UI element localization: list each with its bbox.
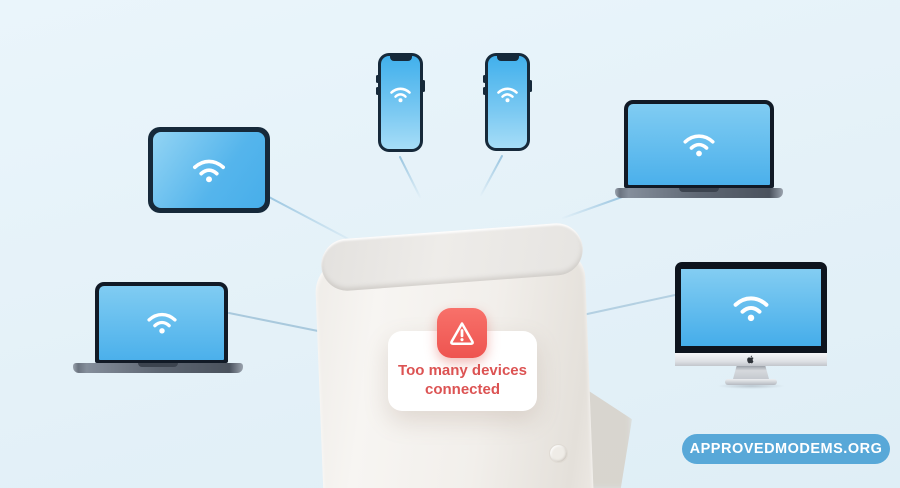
smartphone-1 (376, 53, 425, 152)
line-macbook-top-router (562, 196, 623, 219)
brand-badge: APPROVEDMODEMS.ORG (682, 434, 890, 464)
apple-logo-icon (747, 355, 755, 364)
laptop-base-notch (138, 363, 178, 367)
imac-screen (681, 269, 821, 346)
tablet (148, 127, 270, 213)
phone-notch (496, 56, 519, 61)
tablet-screen (153, 132, 265, 208)
wifi-icon (386, 82, 415, 109)
line-phone1-router (399, 156, 421, 198)
wifi-icon (141, 305, 183, 341)
phone-power-button (422, 80, 425, 92)
router-logo-button (549, 444, 568, 463)
imac (675, 262, 827, 390)
smartphone-2 (483, 53, 532, 151)
line-tablet-router (266, 195, 357, 244)
laptop-screen (95, 282, 228, 363)
laptop-base-notch (679, 188, 719, 192)
imac-bezel (675, 262, 827, 353)
macbook-left (73, 282, 243, 379)
line-phone2-router (480, 155, 503, 196)
imac-stand-neck (733, 366, 769, 379)
imac-stand-base (725, 379, 777, 385)
phone-screen (488, 56, 527, 148)
imac-chin (675, 353, 827, 366)
phone-volume-button (376, 75, 379, 83)
macbook-top-right (615, 100, 783, 200)
phone-volume-button (483, 87, 486, 95)
wifi-icon (493, 82, 522, 109)
wifi-icon (186, 151, 232, 190)
laptop-base (615, 188, 783, 198)
brand-badge-label: APPROVEDMODEMS.ORG (689, 441, 883, 457)
line-imac-router (577, 294, 676, 317)
laptop-screen (624, 100, 774, 188)
wifi-icon (677, 126, 721, 164)
imac-floor-shadow (717, 383, 785, 389)
phone-screen (381, 56, 420, 149)
phone-volume-button (483, 75, 486, 83)
phone-volume-button (376, 87, 379, 95)
wifi-icon (726, 287, 776, 329)
warning-message: Too many devices connected (398, 362, 527, 398)
phone-notch (389, 56, 412, 61)
laptop-base (73, 363, 243, 373)
warning-triangle-icon (437, 308, 487, 358)
phone-power-button (529, 80, 532, 92)
